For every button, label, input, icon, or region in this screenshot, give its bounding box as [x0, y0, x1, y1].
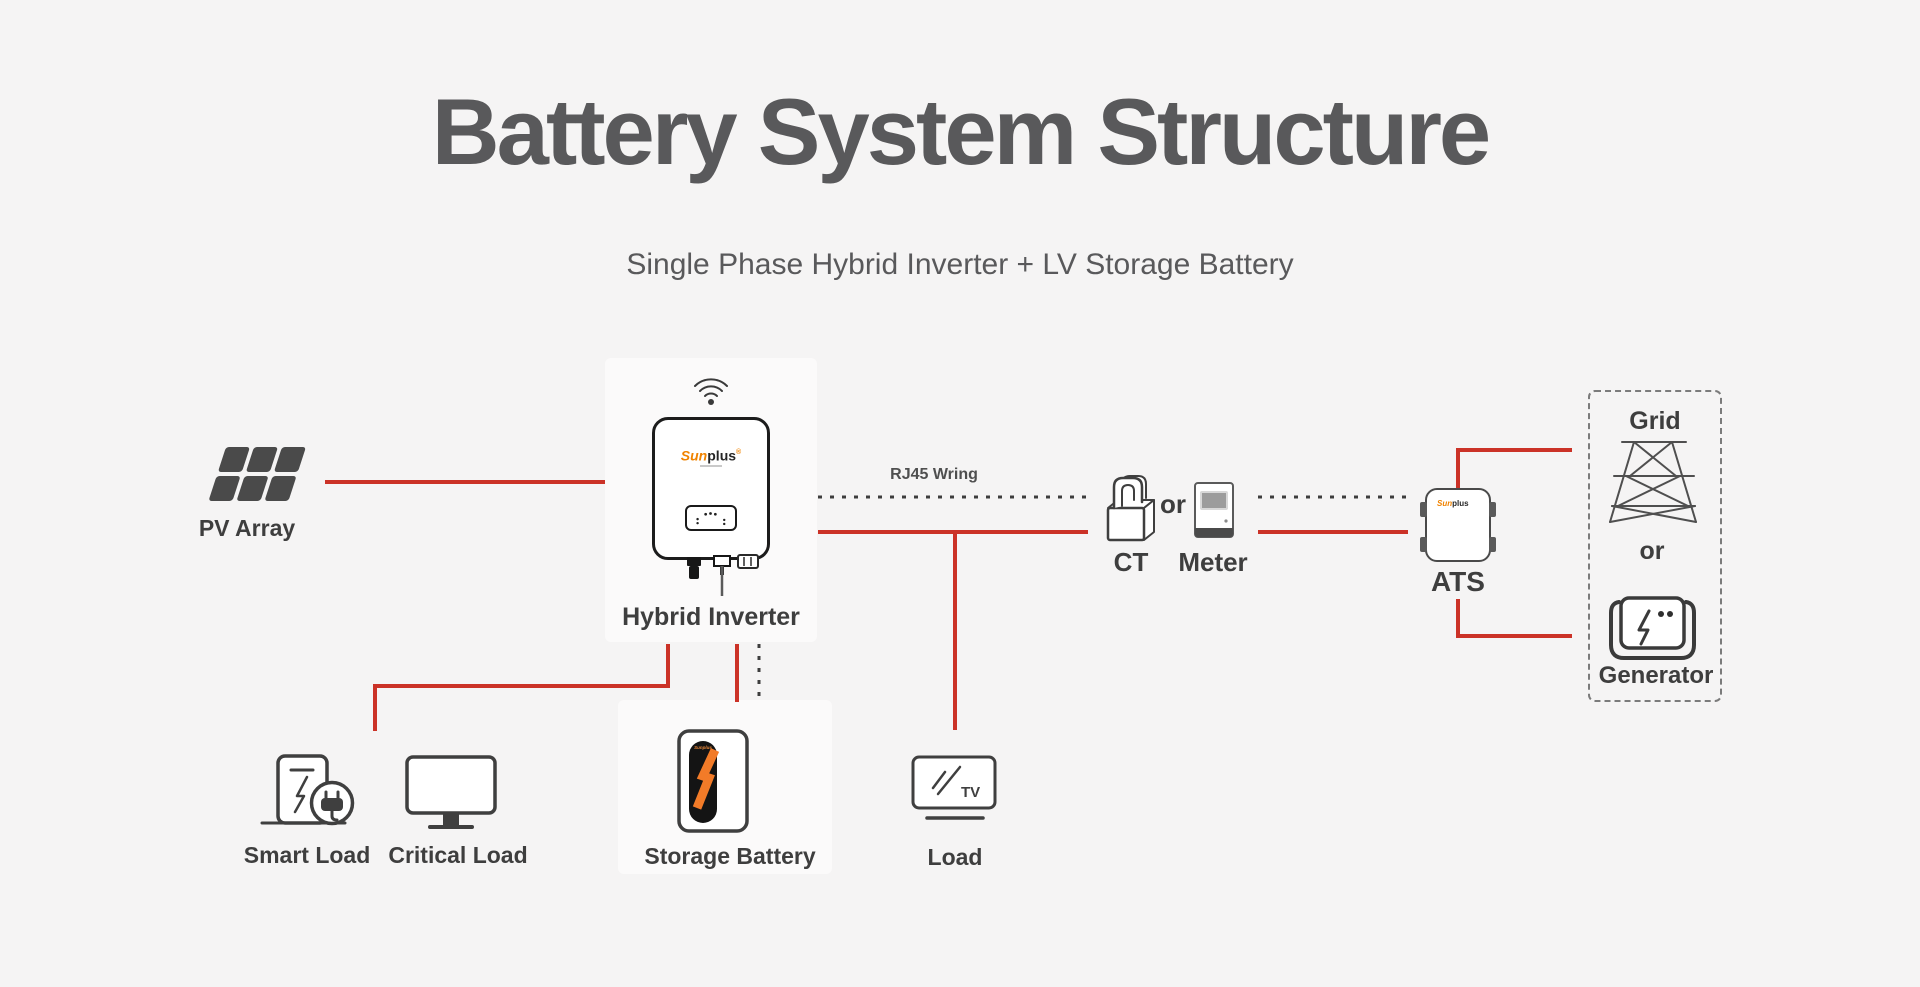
ct-clamp-icon — [1106, 475, 1155, 542]
grid-generator-group-box — [1588, 390, 1722, 702]
generator-label: Generator — [1598, 662, 1714, 689]
ats-tab-right-top — [1489, 502, 1496, 517]
hybrid-inverter-label: Hybrid Inverter — [622, 603, 800, 631]
inverter-connectors-icon — [687, 554, 759, 596]
meter-icon — [1194, 482, 1234, 538]
ats-brand-logo: Sunplus — [1437, 498, 1469, 508]
inverter-brand-logo: Sunplus® — [652, 446, 770, 468]
generator-icon — [1609, 596, 1696, 660]
inverter-display-leds — [696, 512, 726, 526]
hybrid-inverter-icon — [652, 417, 770, 560]
page-subtitle: Single Phase Hybrid Inverter + LV Storag… — [626, 248, 1294, 281]
tv-text: TV — [961, 784, 980, 801]
ats-tab-left-bottom — [1420, 537, 1427, 552]
load-label: Load — [927, 844, 983, 870]
ats-logo-plus: plus — [1452, 499, 1469, 508]
grid-tower-icon — [1609, 441, 1697, 523]
wire-ats-to-grid — [1456, 448, 1572, 489]
meter-label: Meter — [1178, 547, 1248, 577]
wire-ats-to-generator — [1456, 599, 1572, 638]
wire-inverter-to-loads — [373, 644, 670, 731]
ats-logo-sun: Sun — [1437, 499, 1453, 508]
critical-load-label: Critical Load — [388, 842, 528, 868]
critical-load-icon — [405, 755, 497, 829]
smart-load-icon — [260, 754, 355, 826]
storage-battery-label: Storage Battery — [644, 843, 816, 869]
battery-brand-text: Sunplus — [694, 745, 712, 750]
ct-label: CT — [1113, 547, 1149, 577]
brand-logo-registered: ® — [736, 449, 742, 456]
ats-tab-left-top — [1420, 502, 1427, 517]
page-title: Battery System Structure — [431, 79, 1491, 184]
pv-array-label: PV Array — [198, 515, 296, 541]
rj45-wiring-label: RJ45 Wring — [890, 466, 978, 483]
storage-battery-icon: Sunplus — [677, 729, 749, 833]
ct-meter-or-label: or — [1160, 489, 1186, 519]
wifi-icon — [694, 378, 728, 405]
load-tv-icon: TV — [911, 755, 997, 820]
ats-label: ATS — [1431, 566, 1485, 597]
smart-load-label: Smart Load — [243, 842, 371, 868]
ats-icon — [1425, 488, 1491, 562]
grid-label: Grid — [1629, 407, 1681, 435]
brand-logo-plus: plus — [707, 447, 737, 464]
brand-logo-subline — [700, 465, 722, 468]
ats-tab-right-bottom — [1489, 537, 1496, 552]
inverter-display — [685, 505, 737, 531]
brand-logo-sun: Sun — [680, 447, 708, 464]
pv-array-icon — [209, 447, 306, 501]
grid-generator-or-label: or — [1639, 537, 1665, 565]
